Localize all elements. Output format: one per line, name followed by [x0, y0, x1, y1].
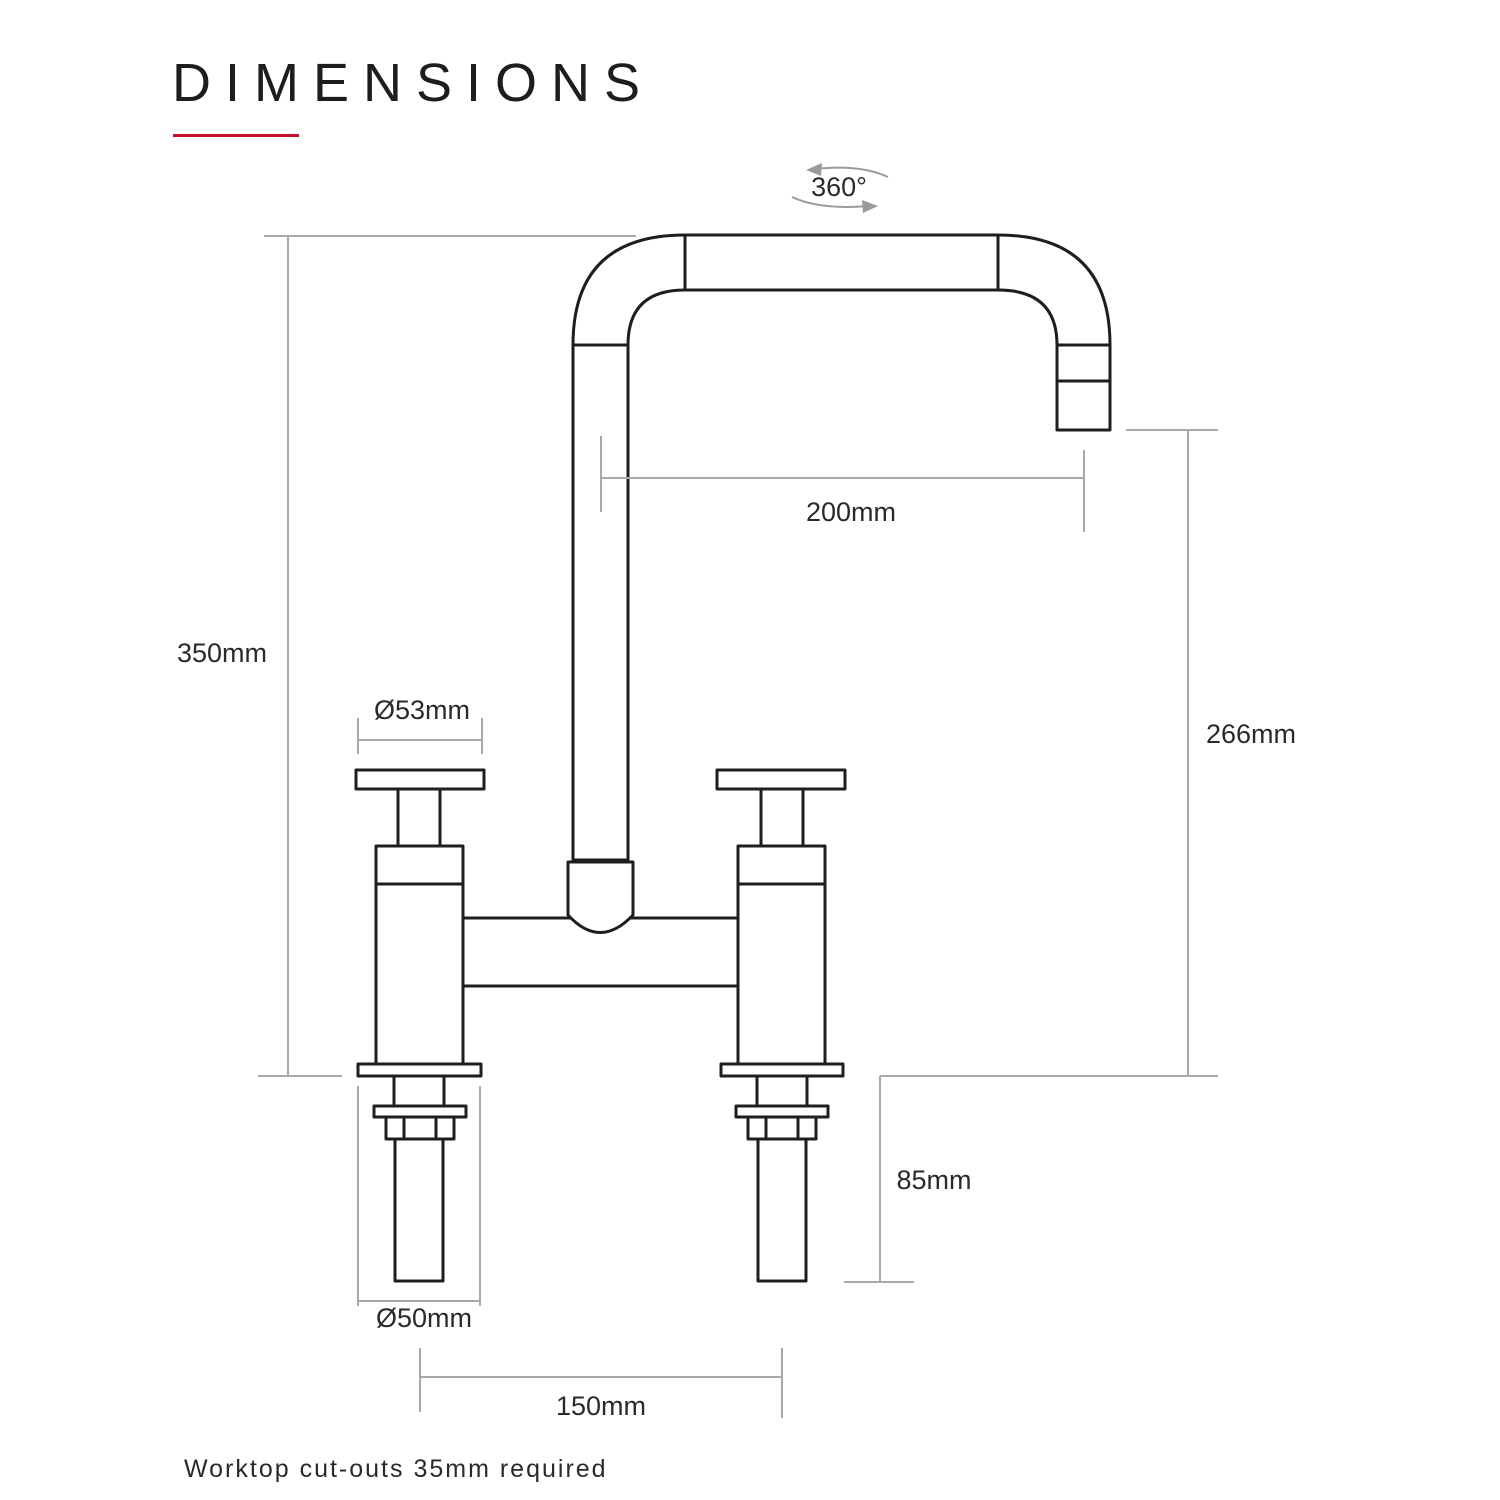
spout-height-label: 266mm: [1205, 719, 1297, 749]
dimension-handle-diameter: [357, 718, 483, 754]
dimension-tap-centres: [419, 1348, 783, 1418]
dimension-shank-length: [844, 1076, 914, 1283]
footer-note: Worktop cut-outs 35mm required: [184, 1455, 608, 1483]
right-valve: [715, 768, 847, 1283]
overall-height-label: 350mm: [176, 638, 268, 668]
left-valve: [354, 768, 486, 1283]
handle-diameter-label: Ø53mm: [373, 695, 471, 725]
spout-collar: [566, 860, 635, 934]
title-accent-line: [173, 134, 299, 137]
page-title: DIMENSIONS: [172, 53, 655, 113]
base-diameter-label: Ø50mm: [375, 1303, 473, 1333]
rotation-label: 360°: [811, 172, 867, 202]
spout-reach-label: 200mm: [805, 497, 897, 527]
spout: [571, 233, 1112, 862]
rotation-arrows: [791, 163, 889, 213]
dimension-spout-height: [880, 429, 1218, 1077]
dimension-overall-height: [258, 235, 636, 1077]
dimension-spout-reach: [600, 436, 1085, 532]
dimension-base-diameter: [357, 1086, 481, 1306]
tap-centres-label: 150mm: [555, 1391, 647, 1421]
shank-length-label: 85mm: [896, 1165, 972, 1195]
